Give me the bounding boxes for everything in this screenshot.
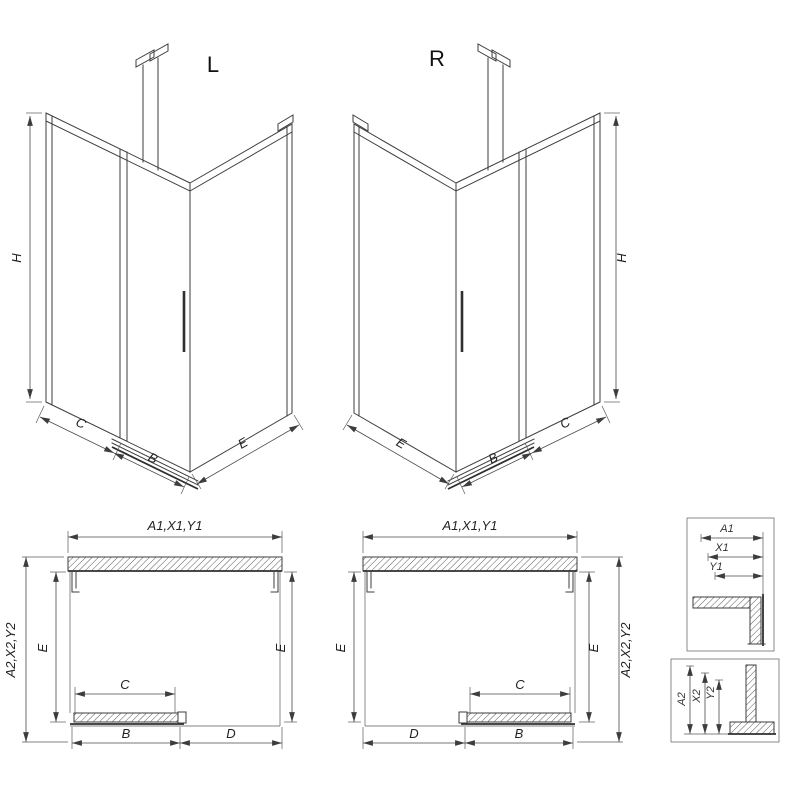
detail-view-top: A1 X1 Y1 bbox=[686, 517, 775, 652]
plan-view-right: A1,X1,Y1 A2,X2,Y2 E E C D B bbox=[333, 518, 633, 749]
floor-rail-section bbox=[729, 721, 775, 735]
wall-bracket-icon bbox=[352, 114, 369, 132]
back-panel-section bbox=[362, 556, 578, 572]
plan-right-dimensions: A1,X1,Y1 A2,X2,Y2 E E C D B bbox=[333, 518, 633, 749]
dim-label-y1: Y1 bbox=[709, 561, 722, 573]
dim-label-a2x2y2: A2,X2,Y2 bbox=[3, 622, 18, 679]
door-end-profile bbox=[458, 711, 468, 724]
variant-label-right: R bbox=[429, 46, 445, 71]
detail-border bbox=[686, 517, 775, 652]
iso-left-dimensions: H C B E bbox=[9, 112, 304, 495]
variant-label-left: L bbox=[207, 52, 219, 77]
dim-label-d: D bbox=[226, 726, 235, 741]
ceiling-bracket-icon bbox=[135, 49, 155, 68]
dim-label-x2: X2 bbox=[691, 689, 703, 703]
dim-label-e-left: E bbox=[35, 643, 50, 652]
dim-label-a2x2y2: A2,X2,Y2 bbox=[618, 622, 633, 679]
dim-label-a1x1y1: A1,X1,Y1 bbox=[442, 518, 498, 533]
dim-label-e-left: E bbox=[333, 643, 348, 652]
dim-label-e-right: E bbox=[586, 643, 601, 652]
wall-bracket-icon bbox=[277, 114, 294, 132]
sliding-door-section bbox=[466, 712, 572, 723]
front-glass-panel bbox=[45, 112, 191, 473]
glass-section bbox=[745, 664, 757, 723]
dim-label-b: B bbox=[515, 726, 524, 741]
glass-section bbox=[749, 596, 762, 645]
dim-label-d: D bbox=[409, 726, 418, 741]
plan-right-outline bbox=[362, 556, 578, 727]
plan-left-outline bbox=[67, 556, 283, 727]
sliding-door-section bbox=[73, 712, 179, 723]
glass-section bbox=[692, 596, 757, 609]
ceiling-bracket-icon bbox=[491, 49, 511, 68]
ceiling-bracket-icon bbox=[477, 43, 497, 62]
dim-label-a1x1y1: A1,X1,Y1 bbox=[147, 518, 203, 533]
dim-label-c: C bbox=[515, 677, 525, 692]
front-glass-panel bbox=[455, 112, 601, 473]
door-end-profile bbox=[177, 711, 187, 724]
detail-border bbox=[670, 658, 780, 743]
plan-left-dimensions: A1,X1,Y1 A2,X2,Y2 E E C B D bbox=[3, 518, 297, 749]
dim-label-c: C bbox=[120, 677, 130, 692]
dim-label-a2: A2 bbox=[676, 692, 688, 706]
dim-label-h: H bbox=[614, 253, 629, 263]
dim-label-a1: A1 bbox=[719, 523, 733, 535]
iso-view-right: R H E bbox=[342, 43, 629, 495]
dim-label-h: H bbox=[9, 253, 24, 263]
detail-view-bottom: A2 X2 Y2 bbox=[670, 658, 780, 743]
dim-label-y2: Y2 bbox=[705, 686, 717, 699]
back-panel-section bbox=[67, 556, 283, 572]
plan-view-left: A1,X1,Y1 A2,X2,Y2 E E C B D bbox=[3, 518, 297, 749]
dim-label-e-right: E bbox=[273, 643, 288, 652]
iso-view-left: L H bbox=[9, 43, 304, 495]
ceiling-bracket-icon bbox=[149, 43, 169, 62]
dim-label-x1: X1 bbox=[714, 542, 728, 554]
dim-label-b: B bbox=[122, 726, 131, 741]
